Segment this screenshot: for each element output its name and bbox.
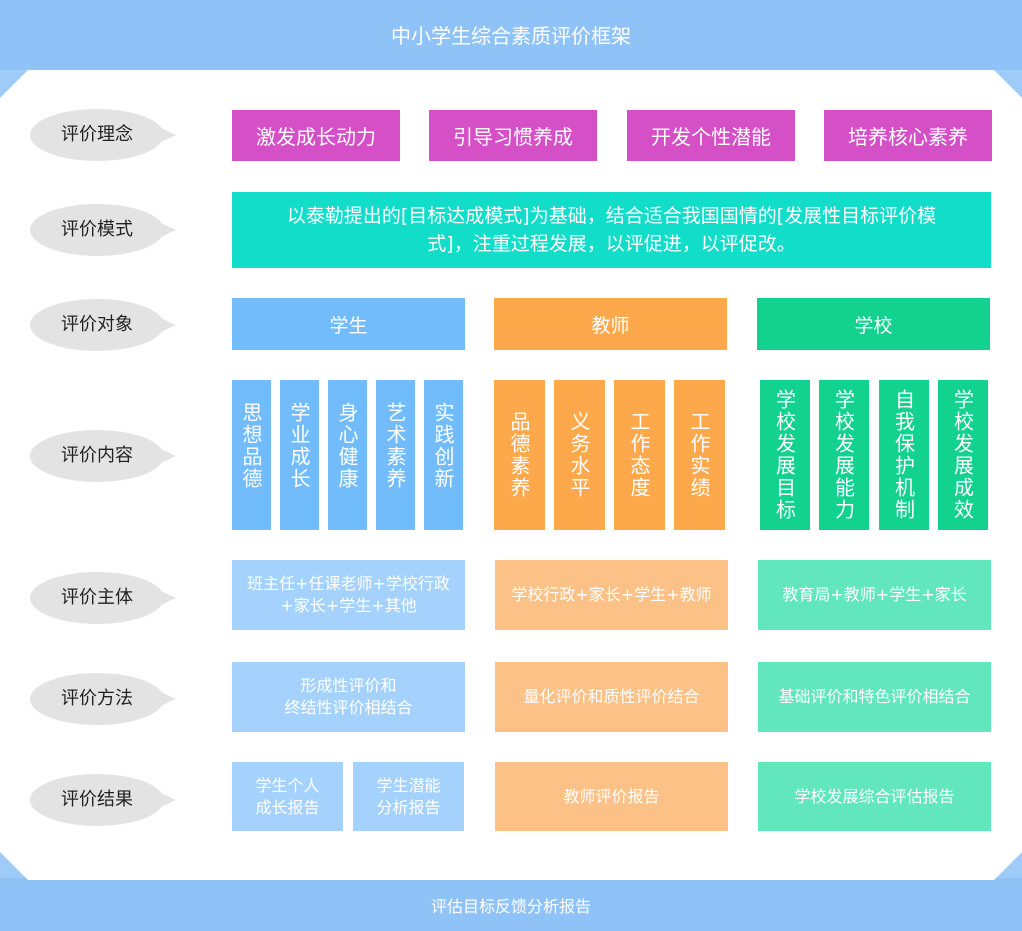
bubble-shape [30, 299, 176, 351]
row-label-subject: 评价主体 [30, 570, 180, 626]
bubble-shape [30, 572, 176, 624]
method-student: 形成性评价和 终结性评价相结合 [232, 662, 465, 732]
result-student-b-line1: 学生潜能 [376, 775, 441, 795]
subject-teacher: 学校行政+家长+学生+教师 [495, 560, 728, 630]
row-label-content: 评价内容 [30, 428, 180, 484]
content-teacher-4: 工作实绩 [674, 380, 725, 530]
row-label-text: 评价内容 [61, 445, 133, 466]
subject-student-line2: +家长+学生+其他 [280, 596, 417, 615]
bubble-shape [30, 774, 176, 826]
bubble-shape [30, 673, 176, 725]
concept-box-3: 开发个性潜能 [627, 110, 795, 161]
result-student-b-line2: 分析报告 [376, 797, 441, 817]
content-student-3: 身心健康 [328, 380, 367, 530]
row-label-text: 评价主体 [61, 587, 133, 608]
mode-box: 以泰勒提出的[目标达成模式]为基础，结合适合我国国情的[发展性目标评价模式]，注… [232, 192, 991, 268]
content-school-1: 学校发展目标 [760, 380, 810, 530]
content-student-4: 艺术素养 [376, 380, 415, 530]
content-school-2: 学校发展能力 [819, 380, 869, 530]
content-school-4: 学校发展成效 [938, 380, 988, 530]
row-label-result: 评价结果 [30, 772, 180, 828]
result-teacher: 教师评价报告 [495, 762, 728, 831]
row-label-object: 评价对象 [30, 297, 180, 353]
row-label-text: 评价方法 [61, 688, 133, 709]
row-label-text: 评价结果 [61, 789, 133, 810]
subject-school: 教育局+教师+学生+家长 [758, 560, 991, 630]
method-school: 基础评价和特色评价相结合 [758, 662, 991, 732]
footer-text: 评估目标反馈分析报告 [430, 897, 591, 916]
row-label-text: 评价理念 [61, 124, 133, 145]
content-school-3: 自我保护机制 [879, 380, 929, 530]
method-teacher: 量化评价和质性评价结合 [495, 662, 728, 732]
bubble-shape [30, 430, 176, 482]
subject-student-line1: 班主任+任课老师+学校行政 [247, 574, 450, 593]
method-student-line1: 形成性评价和 [300, 676, 397, 695]
concept-box-1: 激发成长动力 [232, 110, 400, 161]
subject-student: 班主任+任课老师+学校行政 +家长+学生+其他 [232, 560, 465, 630]
object-school: 学校 [757, 298, 990, 350]
row-label-concept: 评价理念 [30, 107, 180, 163]
result-student-a: 学生个人 成长报告 [232, 762, 343, 831]
method-student-line2: 终结性评价相结合 [284, 698, 413, 717]
object-teacher: 教师 [494, 298, 727, 350]
object-student: 学生 [232, 298, 465, 350]
row-label-text: 评价对象 [61, 314, 133, 335]
bubble-shape [30, 109, 176, 161]
row-label-text: 评价模式 [61, 219, 133, 240]
result-student-b: 学生潜能 分析报告 [353, 762, 464, 831]
content-student-1: 思想品德 [232, 380, 271, 530]
header-band [0, 0, 1022, 70]
result-student-a-line1: 学生个人 [255, 775, 320, 795]
content-student-2: 学业成长 [280, 380, 319, 530]
result-school: 学校发展综合评估报告 [758, 762, 991, 831]
footer-band [0, 878, 1022, 931]
result-student-a-line2: 成长报告 [255, 797, 320, 817]
content-teacher-3: 工作态度 [614, 380, 665, 530]
page-title: 中小学生综合素质评价框架 [391, 24, 631, 48]
content-teacher-2: 义务水平 [554, 380, 605, 530]
concept-box-4: 培养核心素养 [824, 110, 992, 161]
content-student-5: 实践创新 [424, 380, 463, 530]
bubble-shape [30, 204, 176, 256]
row-label-mode: 评价模式 [30, 202, 180, 258]
concept-box-2: 引导习惯养成 [429, 110, 597, 161]
content-teacher-1: 品德素养 [494, 380, 545, 530]
row-label-method: 评价方法 [30, 671, 180, 727]
